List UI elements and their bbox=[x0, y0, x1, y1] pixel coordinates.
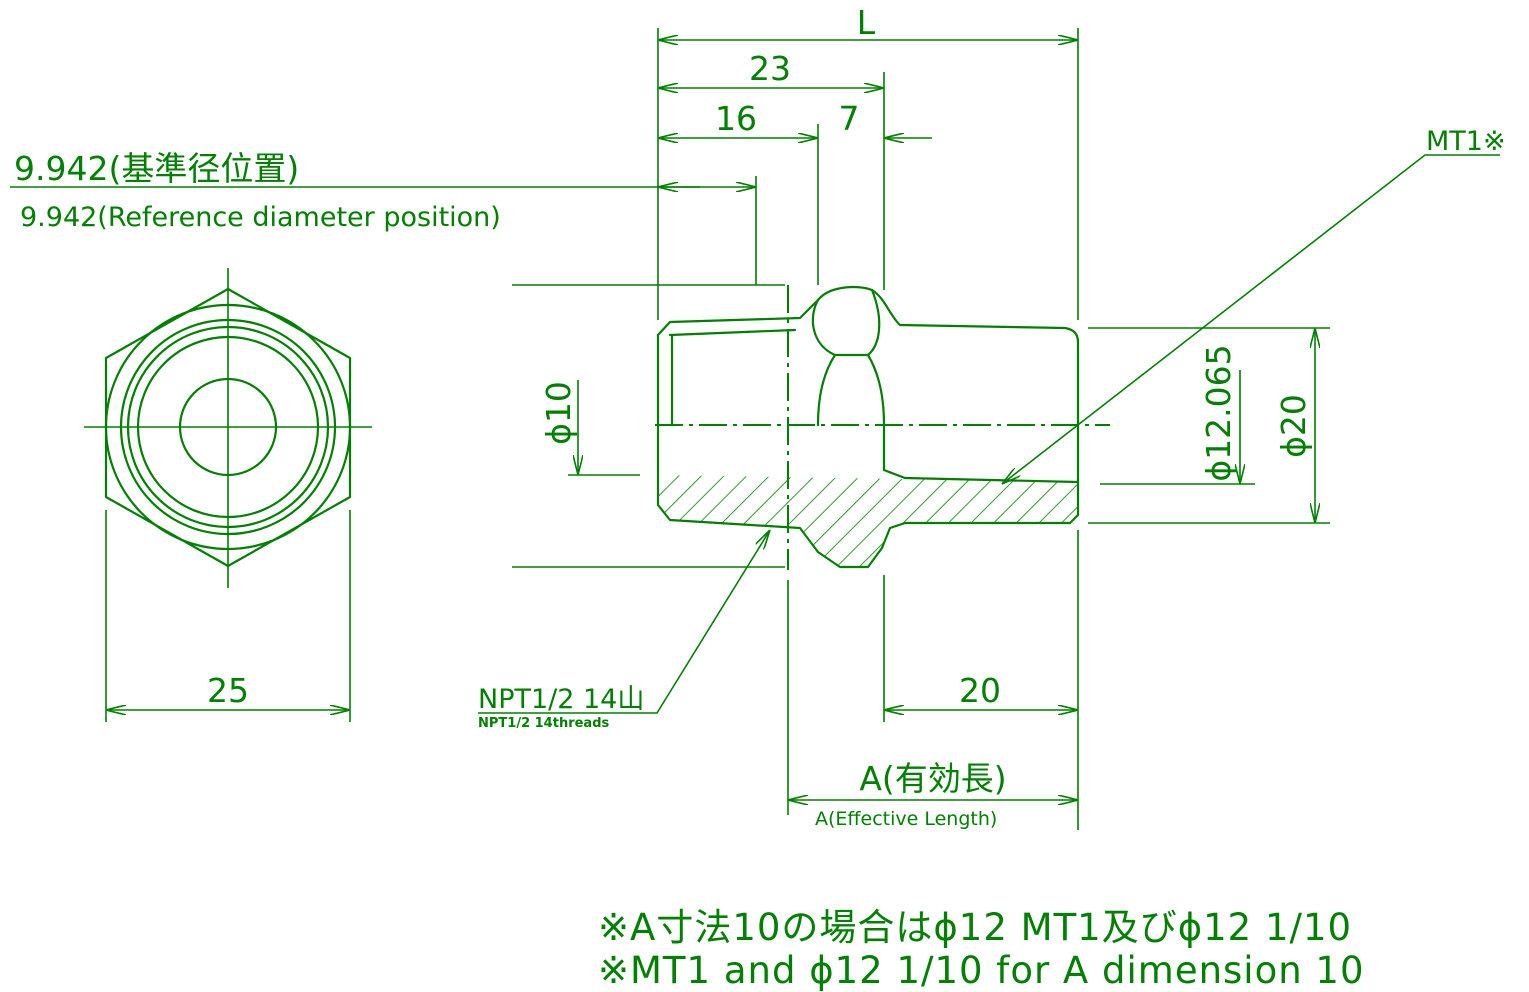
side-view bbox=[10, 28, 1500, 830]
thread-lower-outline bbox=[656, 473, 884, 569]
collar-face-line bbox=[882, 468, 907, 480]
dim-phi20-label: ϕ20 bbox=[1274, 394, 1313, 458]
dim-7-label: 7 bbox=[839, 99, 860, 138]
dim-16-label: 16 bbox=[715, 99, 757, 138]
note-jp: ※A寸法10の場合はϕ12 MT1及びϕ12 1/10 bbox=[598, 906, 1352, 949]
a-label-en: A(Effective Length) bbox=[815, 808, 997, 830]
dim-phi12065-label: ϕ12.065 bbox=[1199, 344, 1238, 481]
shank-bottom bbox=[880, 513, 1080, 550]
note-en: ※MT1 and ϕ12 1/10 for A dimension 10 bbox=[598, 949, 1365, 992]
hex-collar-face bbox=[811, 288, 881, 357]
a-label-jp: A(有効長) bbox=[859, 759, 1006, 798]
dim-20-label: 20 bbox=[959, 671, 1001, 710]
hex-collar-top bbox=[816, 285, 1080, 344]
hex-flat-curve-left bbox=[816, 353, 837, 427]
annotation-text: 9.942(基準径位置) 9.942(Reference diameter po… bbox=[14, 126, 1506, 830]
dimension-text: L 23 16 7 20 ϕ10 ϕ12.065 ϕ20 bbox=[539, 3, 1313, 710]
section-hatch bbox=[658, 475, 1078, 567]
hex-flat-curve-right bbox=[866, 353, 886, 427]
dim-25-label: 25 bbox=[207, 671, 249, 710]
dim-phi10-label: ϕ10 bbox=[539, 381, 578, 445]
mt1-label: MT1※ bbox=[1426, 126, 1506, 157]
thread-outline bbox=[656, 298, 820, 477]
taper-line bbox=[903, 476, 1080, 484]
leader-npt bbox=[478, 530, 770, 714]
dim-L-label: L bbox=[857, 3, 876, 42]
dim-23-label: 23 bbox=[749, 49, 791, 88]
npt-label-en: NPT1/2 14threads bbox=[478, 716, 610, 731]
ref-label-en: 9.942(Reference diameter position) bbox=[20, 202, 501, 233]
notes: ※A寸法10の場合はϕ12 MT1及びϕ12 1/10 ※MT1 and ϕ12… bbox=[598, 906, 1365, 992]
ref-label-jp: 9.942(基準径位置) bbox=[14, 149, 299, 188]
end-view: 25 bbox=[84, 268, 372, 722]
npt-label-jp: NPT1/2 14山 bbox=[478, 684, 644, 715]
thread-root-top bbox=[668, 328, 797, 337]
leader-mt1 bbox=[1002, 154, 1500, 484]
